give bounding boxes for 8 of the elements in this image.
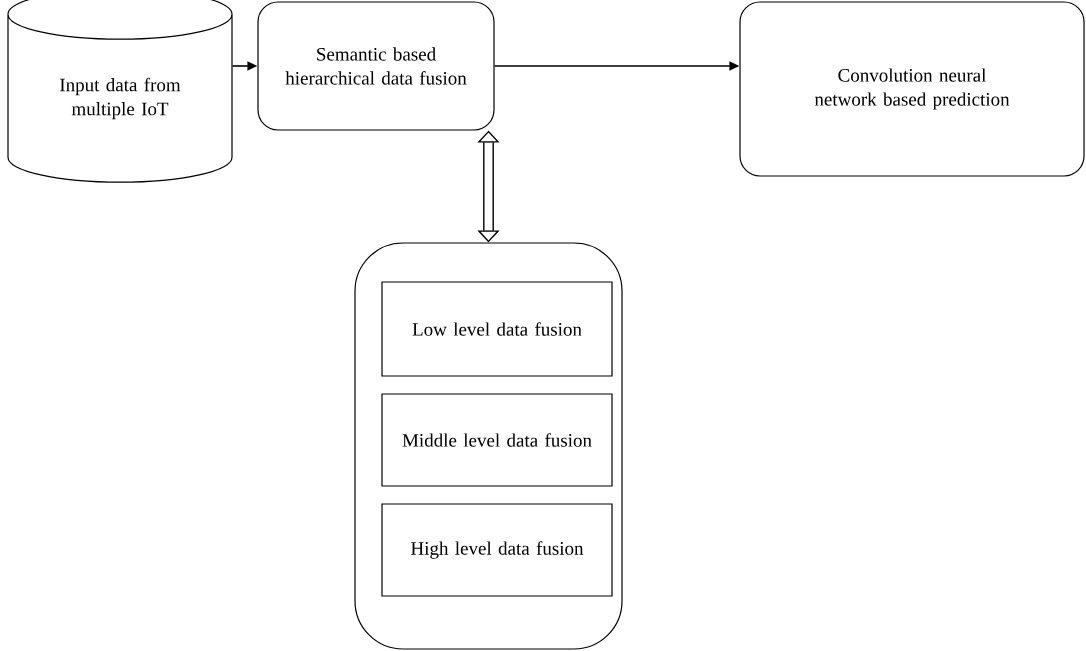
- process-box: Convolution neural network based prediction: [739, 1, 1085, 177]
- process-box: High level data fusion: [381, 503, 613, 597]
- arrow: [477, 130, 500, 243]
- container-box: [354, 242, 623, 650]
- process-box: Semantic based hierarchical data fusion: [257, 1, 495, 131]
- process-box: Middle level data fusion: [381, 393, 613, 487]
- process-box: Low level data fusion: [381, 281, 613, 377]
- database-cylinder: Input data from multiple IoT: [7, 0, 233, 183]
